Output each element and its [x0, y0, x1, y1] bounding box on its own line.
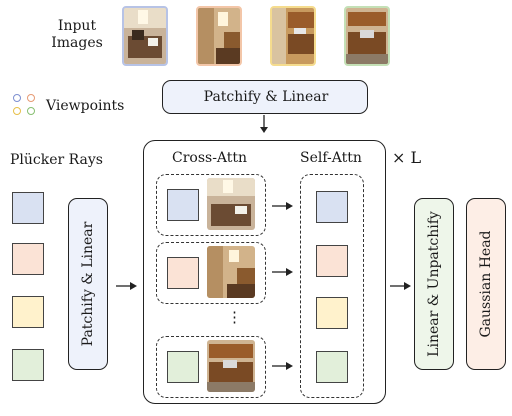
self-attn-group — [300, 174, 364, 398]
viewpoints-label: Viewpoints — [46, 98, 125, 114]
arrow-cross-self-3 — [272, 362, 293, 370]
arrow-cross-self-1 — [272, 202, 293, 210]
viewpoints-icon — [10, 92, 40, 120]
cross-attn-group-1 — [156, 174, 266, 236]
ellipsis: ⋮ — [227, 308, 242, 326]
transformer-block — [143, 140, 386, 404]
cross-attn-label: Cross-Attn — [172, 150, 248, 166]
linear-unpatchify-label: Linear & Unpatchify — [426, 211, 442, 357]
gaussian-head: Gaussian Head — [466, 198, 506, 370]
input-image-yellow — [270, 6, 316, 66]
patchify-linear-top-label: Patchify & Linear — [203, 89, 329, 105]
arrow-to-unpatchify — [390, 282, 411, 290]
cross-attn-group-3 — [156, 336, 266, 398]
arrow-cross-self-2 — [272, 268, 293, 276]
input-images-label: Input Images — [51, 18, 103, 51]
patchify-linear-left-label: Patchify & Linear — [80, 221, 96, 347]
pluecker-square-orange — [12, 243, 44, 275]
input-image-green — [344, 6, 390, 66]
patchify-linear-top: Patchify & Linear — [162, 80, 368, 114]
cross-attn-group-2 — [156, 242, 266, 304]
pluecker-square-green — [12, 349, 44, 381]
arrow-down — [260, 115, 268, 133]
pluecker-rays-label: Plücker Rays — [10, 152, 103, 168]
input-image-orange — [196, 6, 242, 66]
linear-unpatchify: Linear & Unpatchify — [414, 198, 454, 370]
patchify-linear-left: Patchify & Linear — [68, 198, 108, 370]
times-l-label: × L — [392, 148, 422, 167]
arrow-to-transformer — [116, 282, 137, 290]
pluecker-square-yellow — [12, 296, 44, 328]
input-image-blue — [122, 6, 168, 66]
gaussian-head-label: Gaussian Head — [478, 230, 494, 338]
self-attn-label: Self-Attn — [300, 150, 362, 166]
pluecker-square-blue — [12, 192, 44, 224]
